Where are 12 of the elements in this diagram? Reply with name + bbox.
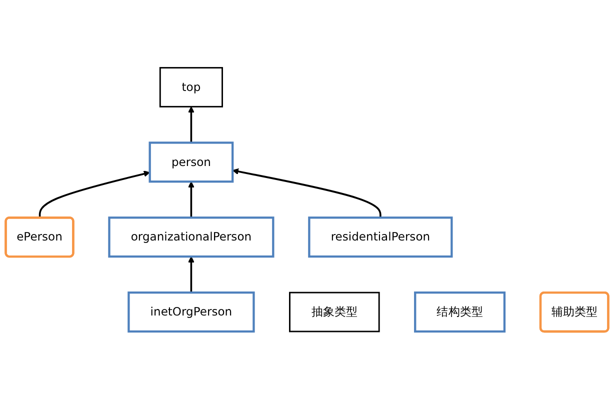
node-box: inetOrgPerson — [128, 292, 255, 333]
node-box: organizationalPerson — [108, 216, 274, 258]
node-box: 结构类型 — [414, 292, 506, 333]
arrow — [188, 106, 194, 144]
arrow — [232, 168, 382, 218]
node-box: top — [159, 67, 223, 108]
node-box: person — [148, 142, 234, 184]
arrow — [38, 171, 150, 218]
node-box: 抽象类型 — [289, 292, 380, 333]
node-box: residentialPerson — [308, 216, 453, 258]
arrow — [188, 256, 194, 293]
arrow — [188, 182, 194, 218]
